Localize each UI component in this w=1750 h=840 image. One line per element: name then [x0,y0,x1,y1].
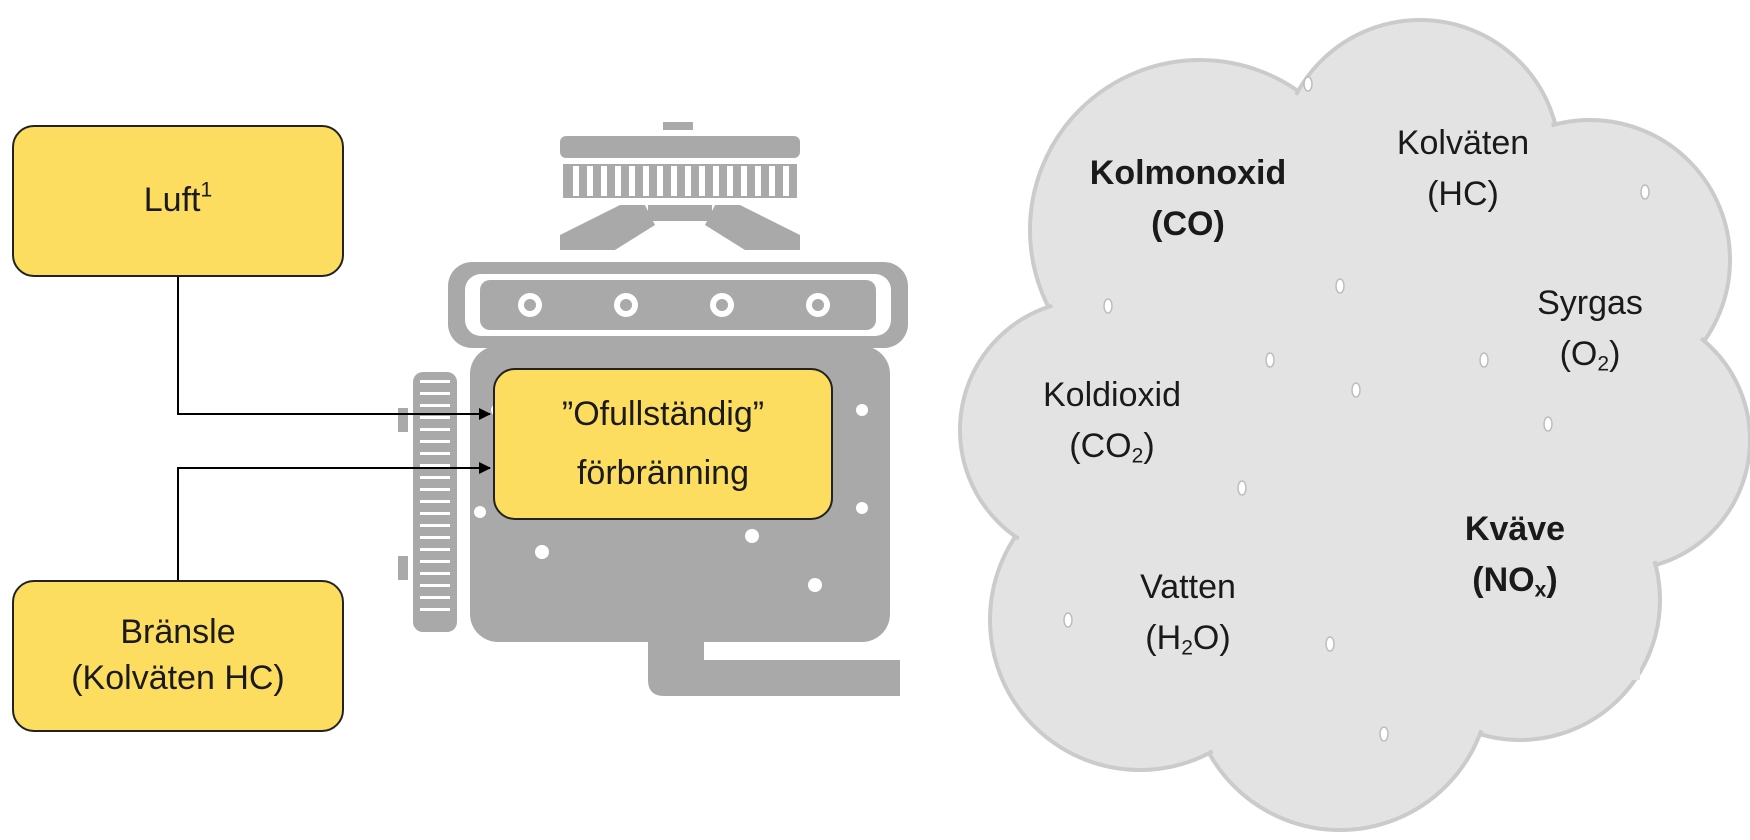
connector-fuel [177,462,491,580]
emission-co-name: Kolmonoxid [1089,154,1287,192]
emission-h2o-formula: (H2O) [1145,619,1231,660]
emission-h2o: Vatten (H2O) [1118,562,1258,664]
combustion-box: ”Ofullständig” förbränning [493,368,833,520]
emission-hc: Kolväten (HC) [1368,118,1558,220]
fuel-label: Bränsle [120,613,236,652]
combustion-label-line1: ”Ofullständig” [561,394,765,433]
emission-nox-formula: (NOx) [1472,561,1558,602]
emission-hc-name: Kolväten [1396,124,1530,162]
emission-co2-formula: (CO2) [1069,427,1155,468]
cloud-particles [1063,76,1650,742]
emission-h2o-name: Vatten [1140,568,1236,606]
emission-co2-name: Koldioxid [1043,376,1181,414]
air-box: Luft1 [12,125,344,277]
emission-co2: Koldioxid (CO2) [1022,370,1202,472]
emission-nox: Kväve (NOx) [1440,504,1590,606]
emission-o2-formula: (O2) [1559,335,1621,376]
exhaust-cloud-fill [964,24,1746,826]
fuel-box: Bränsle (Kolväten HC) [12,580,344,732]
emission-co-formula: (CO) [1151,205,1225,243]
fuel-sublabel: (Kolväten HC) [71,659,285,697]
air-label: Luft [143,181,201,220]
emission-hc-formula: (HC) [1427,175,1499,213]
air-footnote-marker: 1 [200,178,213,202]
emission-o2: Syrgas (O2) [1510,278,1670,380]
combustion-label-line2: förbränning [576,454,749,492]
emission-nox-name: Kväve [1464,510,1566,548]
emission-co: Kolmonoxid (CO) [1068,148,1308,250]
emission-o2-name: Syrgas [1537,284,1643,322]
connector-air [177,276,491,420]
